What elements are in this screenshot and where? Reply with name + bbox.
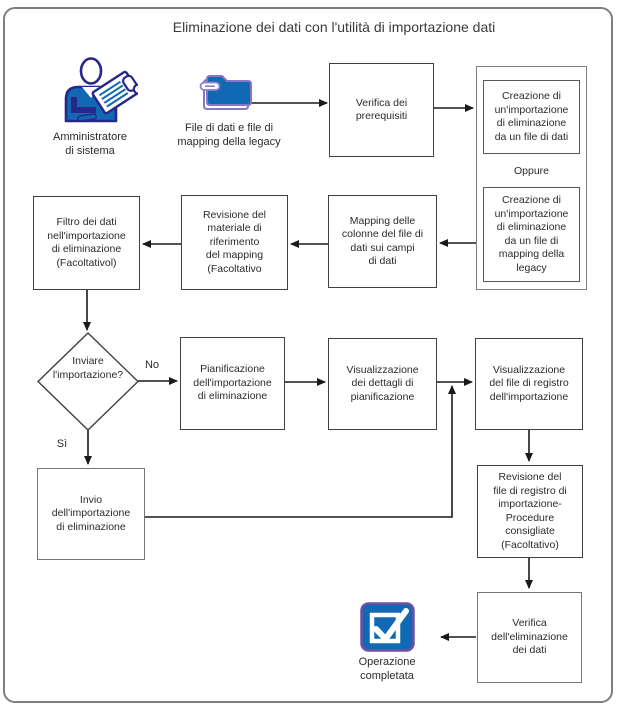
node-filtro-dati: Filtro dei dati nell'importazione di eli… [33, 196, 140, 290]
system-administrator-icon [64, 57, 138, 123]
branch-si-label: Sì [56, 438, 68, 450]
node-invio-importazione: Invio dell'importazione di eliminazione [37, 468, 145, 560]
node-dettagli-pianificazione: Visualizzazione dei dettagli di pianific… [328, 338, 437, 430]
decision-label: Inviare l'importazione? [52, 355, 124, 381]
node-pianificazione: Pianificazione dell'importazione di elim… [180, 337, 285, 430]
label-oppure: Oppure [513, 165, 550, 177]
diagram-title: Eliminazione dei dati con l'utilità di i… [172, 19, 496, 35]
node-verifica-eliminazione: Verifica dell'eliminazione dei dati [477, 592, 582, 683]
node-mapping-colonne: Mapping delle colonne del file di dati s… [328, 195, 437, 288]
check-complete-icon [360, 602, 415, 652]
files-label: File di dati e file di mapping della leg… [177, 122, 281, 148]
node-creazione-da-file-dati: Creazione di un'importazione di eliminaz… [483, 80, 580, 154]
data-files-folder-icon [199, 75, 252, 110]
admin-label: Amministratore di sistema [53, 131, 127, 157]
node-file-registro: Visualizzazione del file di registro del… [475, 338, 583, 430]
done-label: Operazione completata [358, 656, 416, 682]
arrow-invio-feedback [145, 385, 456, 518]
node-revisione-registro: Revisione del file di registro di import… [477, 465, 583, 558]
decision-diamond [36, 332, 140, 431]
node-verifica-prerequisiti: Verifica dei prerequisiti [329, 63, 434, 157]
node-creazione-da-file-mapping: Creazione di un'importazione di eliminaz… [483, 187, 580, 282]
branch-no-label: No [144, 359, 160, 371]
page-border [3, 7, 613, 703]
node-revisione-materiale: Revisione del materiale di riferimento d… [181, 195, 288, 290]
